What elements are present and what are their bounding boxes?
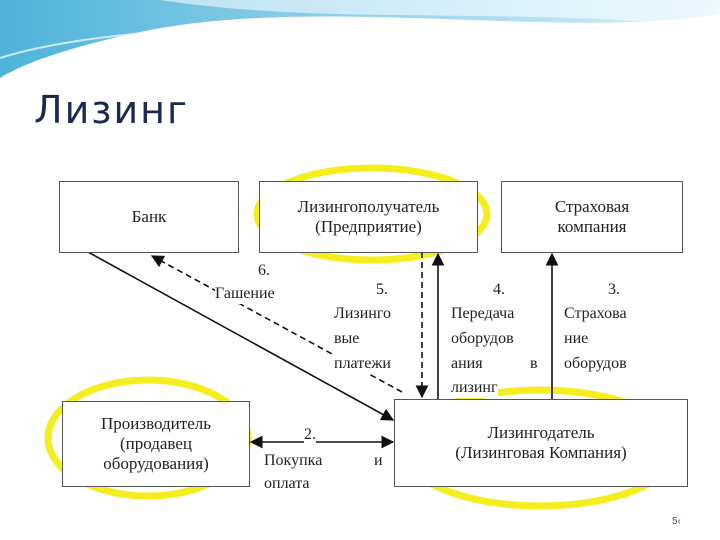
node-bank: Банк — [59, 181, 239, 253]
node-producer-label: Производитель — [101, 414, 211, 433]
node-lessor-sublabel: (Лизинговая Компания) — [455, 443, 627, 462]
node-insurance-sublabel: компания — [557, 217, 627, 236]
header-wave-decoration — [0, 0, 720, 78]
edge-2-line-1b: и — [374, 450, 383, 471]
node-lessee: Лизингополучатель (Предприятие) — [259, 181, 478, 253]
edge-2-line-2: оплата — [264, 473, 310, 494]
edge-6-label: Гашение — [215, 283, 275, 304]
node-lessee-sublabel: (Предприятие) — [315, 217, 422, 236]
edge-5-number: 5. — [376, 279, 388, 300]
highlight-lessee — [253, 164, 491, 264]
edge-2-line-1: Покупка — [264, 450, 323, 471]
node-lessor: Лизингодатель (Лизинговая Компания) — [394, 399, 688, 487]
edge-5-line-3: платежи — [334, 353, 391, 374]
node-insurance: Страховая компания — [501, 181, 683, 253]
edge-3-line-2: ние — [564, 328, 589, 349]
arrow-repayment — [150, 255, 403, 393]
edge-3-number: 3. — [608, 279, 620, 300]
edge-4-line-3b: в — [530, 353, 538, 374]
node-lessee-label: Лизингополучатель — [297, 197, 440, 216]
arrow-bank-to-lessor — [87, 251, 395, 421]
edge-5-line-2: вые — [334, 328, 360, 349]
slide-title: Лизинг — [34, 88, 189, 132]
node-bank-label: Банк — [131, 207, 167, 226]
node-insurance-label: Страховая — [554, 197, 630, 216]
node-lessor-label: Лизингодатель — [487, 423, 595, 442]
edge-4-line-1: Передача — [451, 303, 515, 324]
edge-6-number: 6. — [258, 260, 270, 281]
edge-4-line-2: оборудов — [451, 328, 514, 349]
page-number: 5‹ — [672, 516, 681, 527]
node-producer: Производитель (продавец оборудования) — [62, 401, 250, 487]
edge-3-line-3: оборудов — [564, 353, 627, 374]
edge-4-line-3: ания — [451, 353, 483, 374]
edge-5-line-1: Лизинго — [334, 303, 392, 324]
edge-4-number: 4. — [493, 279, 505, 300]
edge-4-line-4: лизинг — [451, 377, 498, 398]
node-producer-sublabel-2: оборудования) — [103, 454, 209, 473]
edge-3-line-1: Страхова — [564, 303, 627, 324]
edge-2-number: 2. — [304, 424, 316, 445]
node-producer-sublabel-1: (продавец — [119, 434, 193, 453]
